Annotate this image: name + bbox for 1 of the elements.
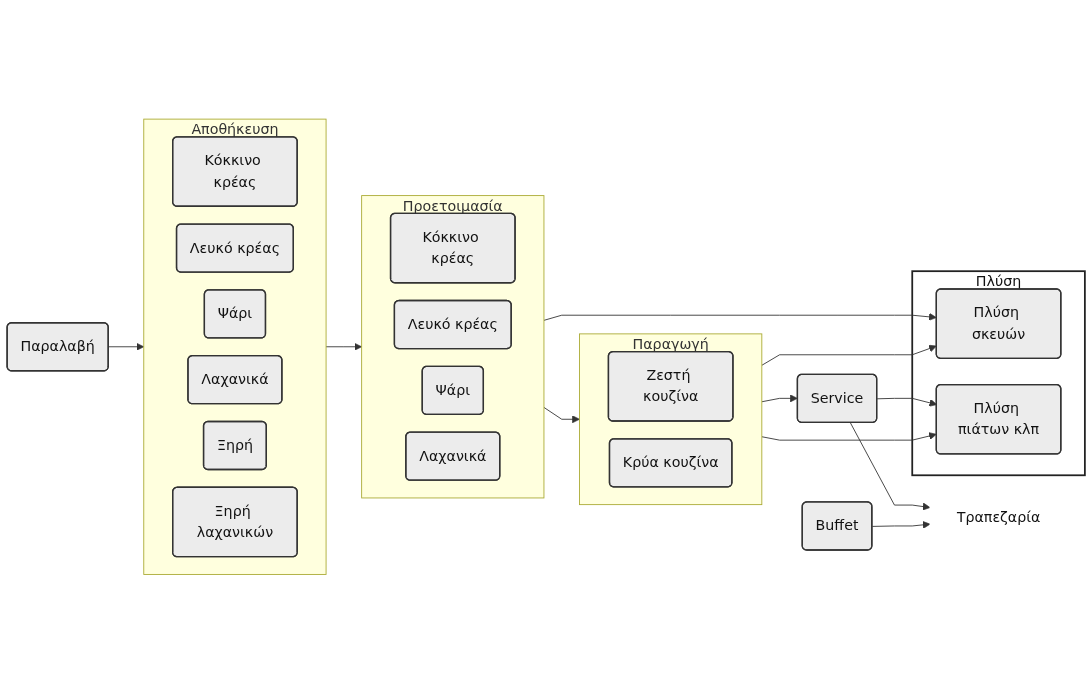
node-text: Τραπεζαρία	[956, 507, 1041, 525]
